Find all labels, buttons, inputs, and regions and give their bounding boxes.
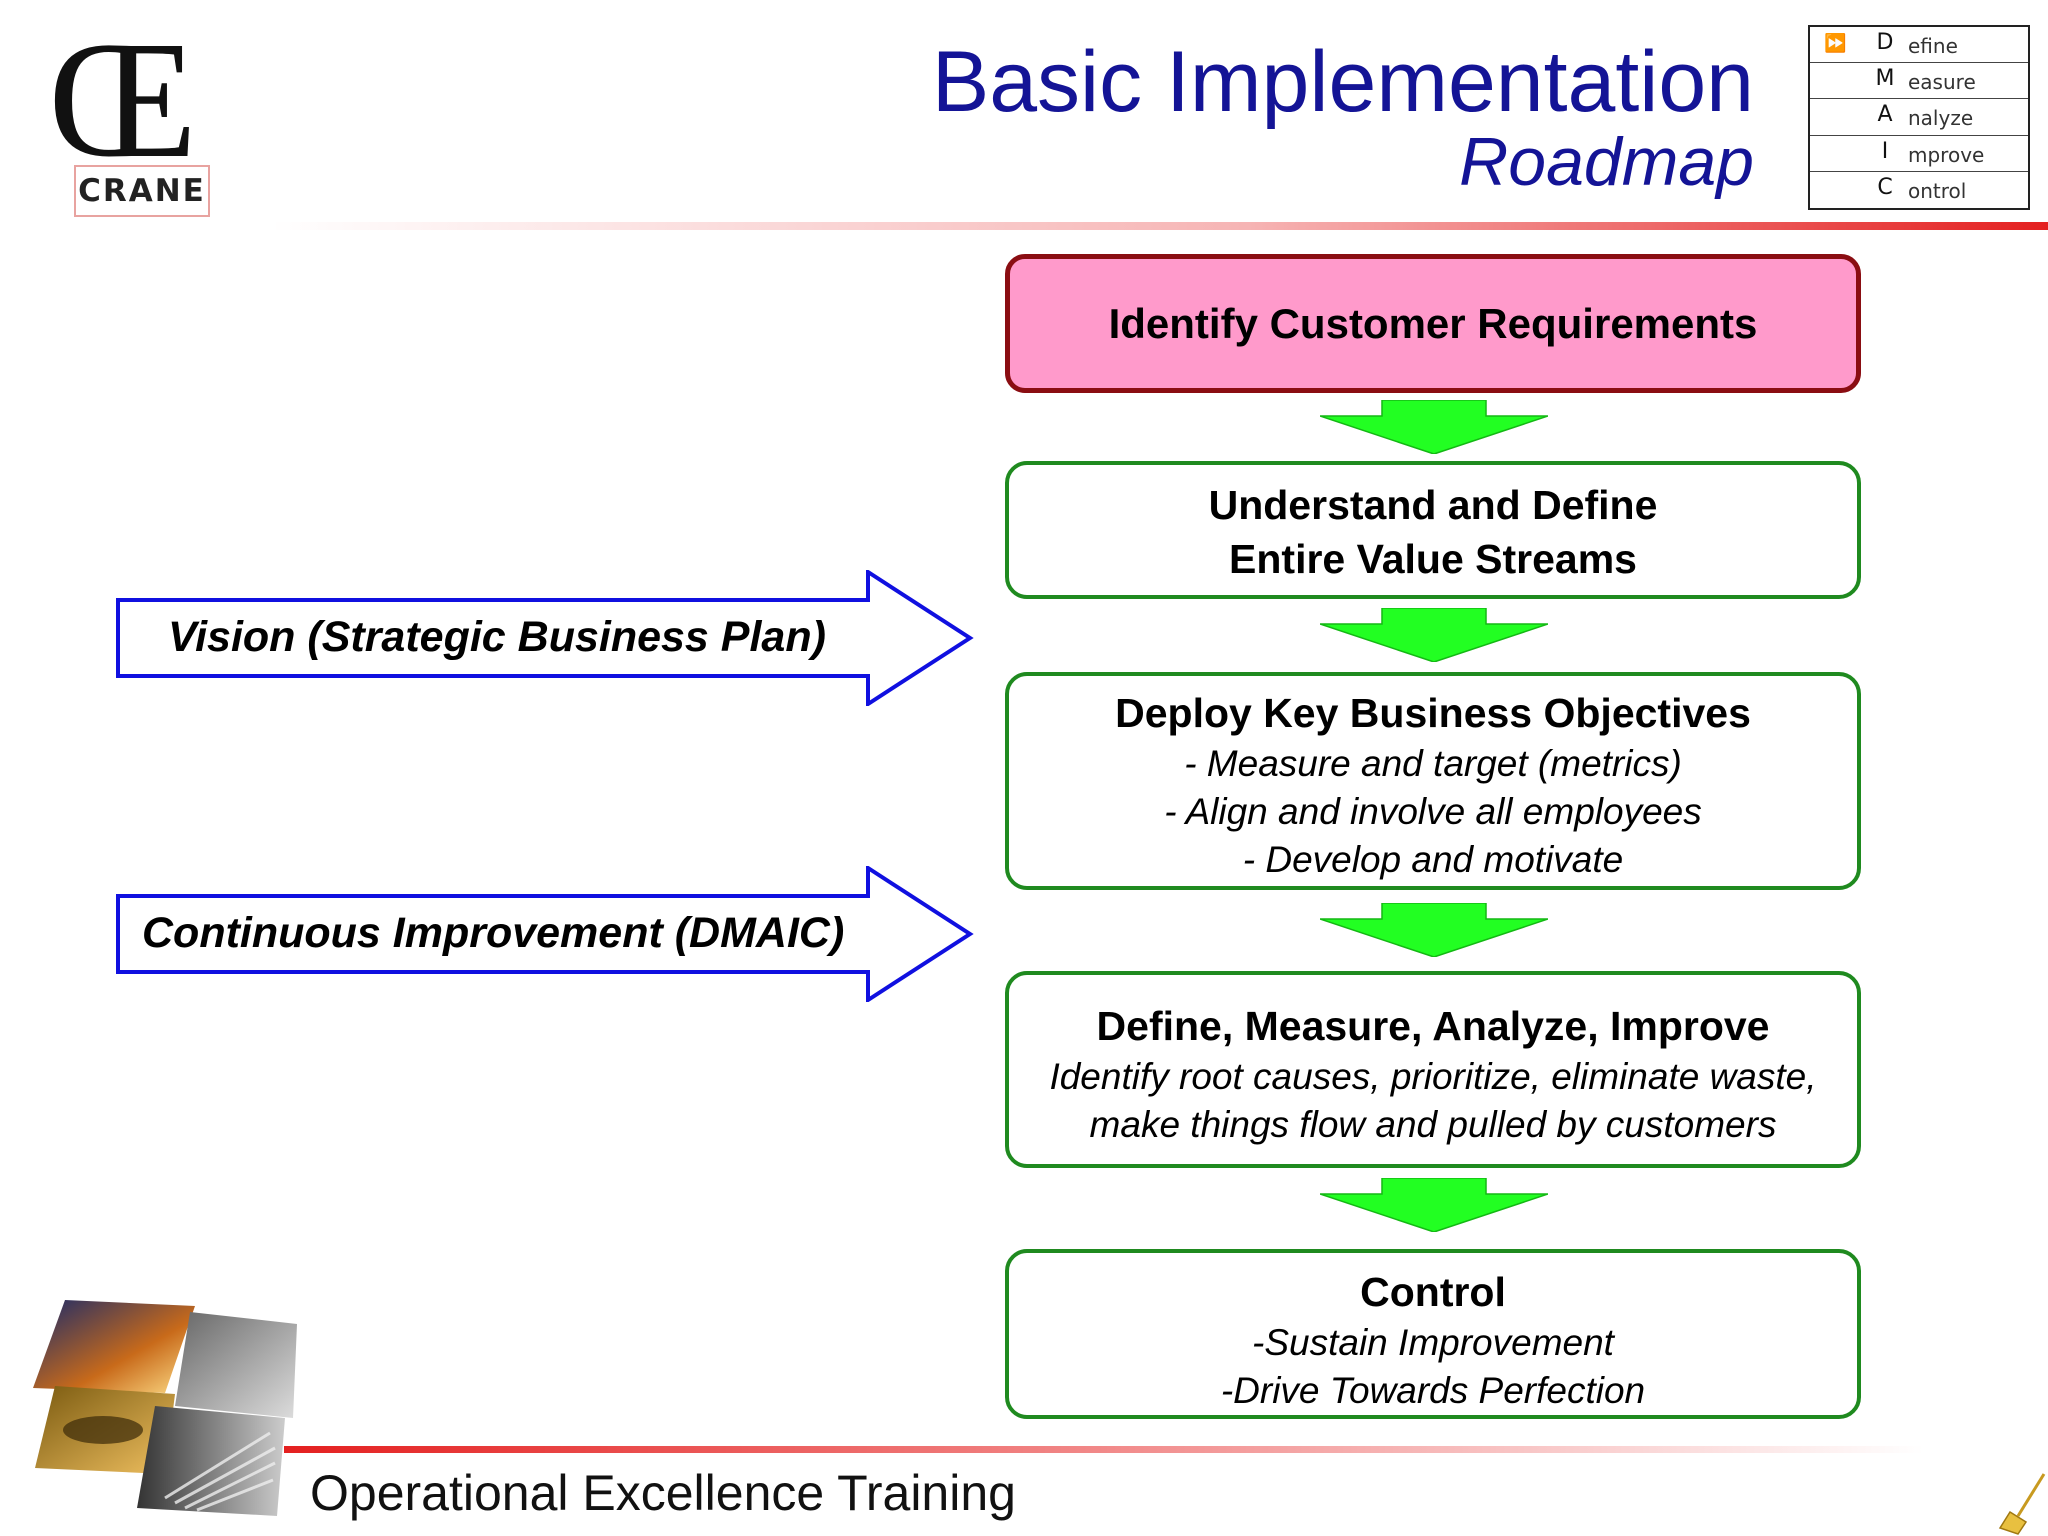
step-detail-line: make things flow and pulled by customers xyxy=(1089,1104,1777,1145)
slide-subtitle: Roadmap xyxy=(1459,124,1754,200)
top-divider xyxy=(270,222,2048,230)
fast-forward-icon: ⏩ xyxy=(1824,33,1847,54)
step-heading: Deploy Key Business Objectives xyxy=(1115,690,1751,736)
dmaic-word: easure xyxy=(1908,70,1976,95)
down-arrow-icon xyxy=(1320,903,1548,957)
vision-arrow xyxy=(116,570,974,706)
down-arrow-icon xyxy=(1320,608,1548,662)
step-detail-line: -Drive Towards Perfection xyxy=(1220,1370,1646,1411)
continuous-improvement-arrow xyxy=(116,866,974,1002)
dmaic-row-improve: I mprove xyxy=(1810,136,2028,172)
step-identify-requirements: Identify Customer Requirements xyxy=(1005,254,1861,393)
dmaic-row-define: ⏩ D efine xyxy=(1810,27,2028,64)
dmaic-word: mprove xyxy=(1908,142,1985,167)
down-arrow-icon xyxy=(1320,1178,1548,1232)
crane-logo: Œ CRANE xyxy=(48,7,248,225)
dmaic-letter: D xyxy=(1876,30,1894,55)
step-value-streams: Understand and Define Entire Value Strea… xyxy=(1005,461,1861,599)
dmaic-letter: M xyxy=(1875,66,1895,92)
dmaic-indicator: ⏩ D efine M easure A nalyze I mprove C o… xyxy=(1808,25,2030,210)
dmaic-row-analyze: A nalyze xyxy=(1810,99,2028,136)
down-arrow-icon xyxy=(1320,400,1548,454)
footer-title: Operational Excellence Training xyxy=(310,1465,1016,1521)
continuous-improvement-label: Continuous Improvement (DMAIC) xyxy=(142,909,845,957)
step-detail-line: - Align and involve all employees xyxy=(1164,791,1702,832)
step-heading-line: Understand and Define xyxy=(1208,482,1658,528)
dmaic-letter: A xyxy=(1877,102,1893,128)
step-detail-line: Identify root causes, prioritize, elimin… xyxy=(1049,1056,1817,1097)
vision-label: Vision (Strategic Business Plan) xyxy=(168,613,826,661)
step-detail-line: - Measure and target (metrics) xyxy=(1184,743,1682,784)
bottom-divider xyxy=(284,1446,1924,1453)
dmaic-row-control: C ontrol xyxy=(1810,172,2028,208)
dmaic-word: ontrol xyxy=(1908,178,1967,203)
step-define-measure-analyze-improve: Define, Measure, Analyze, Improve Identi… xyxy=(1005,971,1861,1168)
crane-logo-label: CRANE xyxy=(74,165,210,217)
step-detail-line: -Sustain Improvement xyxy=(1252,1322,1614,1363)
dmaic-word: efine xyxy=(1908,34,1958,58)
broom-icon xyxy=(1998,1473,2046,1535)
step-control: Control -Sustain Improvement -Drive Towa… xyxy=(1005,1249,1861,1419)
dmaic-word: nalyze xyxy=(1908,106,1974,131)
step-deploy-objectives: Deploy Key Business Objectives - Measure… xyxy=(1005,672,1861,890)
dmaic-letter: C xyxy=(1877,174,1893,200)
step-heading-line: Entire Value Streams xyxy=(1229,536,1637,582)
step-heading: Identify Customer Requirements xyxy=(1108,300,1758,347)
industry-photo-collage xyxy=(33,1300,297,1516)
dmaic-letter: I xyxy=(1881,138,1889,164)
step-heading: Define, Measure, Analyze, Improve xyxy=(1096,1003,1770,1049)
step-detail-line: - Develop and motivate xyxy=(1242,839,1624,880)
step-heading: Control xyxy=(1360,1269,1506,1315)
slide-title: Basic Implementation xyxy=(931,34,1754,130)
oe-logo-glyph: Œ xyxy=(48,7,198,193)
dmaic-row-measure: M easure xyxy=(1810,63,2028,100)
